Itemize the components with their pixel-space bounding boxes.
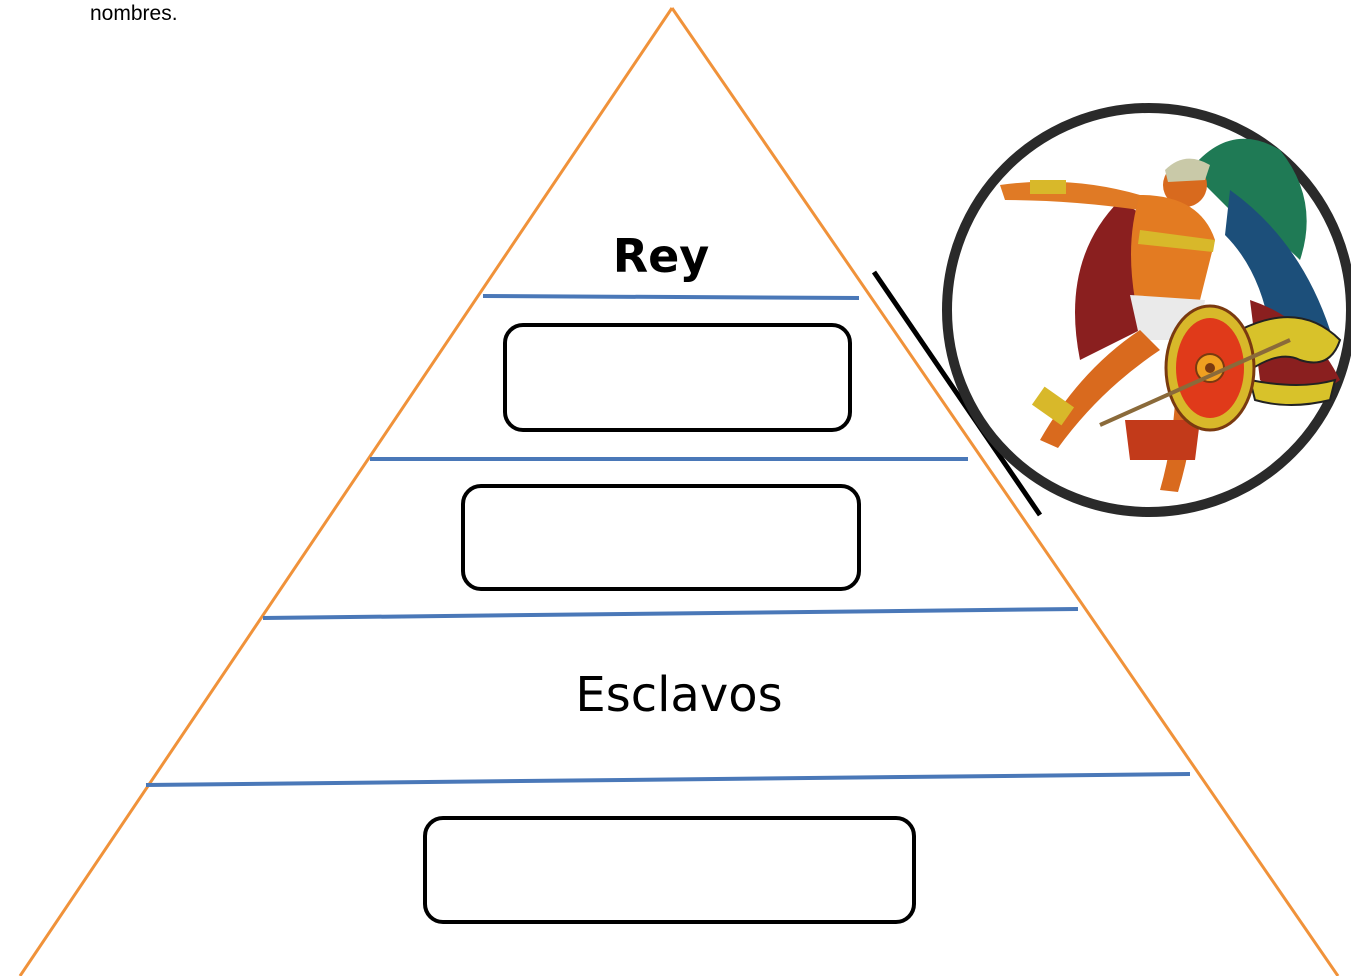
tier-label-esclavos: Esclavos bbox=[575, 667, 782, 723]
pyramid-left-edge bbox=[18, 7, 674, 976]
tier-line-4 bbox=[145, 772, 1191, 787]
answer-box-1[interactable] bbox=[503, 323, 852, 432]
instruction-text: nombres. bbox=[90, 2, 178, 25]
pyramid-right-edge bbox=[670, 7, 1340, 976]
magnifier-handle bbox=[871, 270, 1043, 517]
tier-line-1 bbox=[482, 294, 860, 300]
answer-box-3[interactable] bbox=[423, 816, 916, 924]
tier-label-rey: Rey bbox=[613, 229, 710, 283]
answer-box-2[interactable] bbox=[461, 484, 861, 591]
aztec-warrior-medallion-icon bbox=[942, 103, 1351, 517]
tier-line-3 bbox=[262, 607, 1079, 620]
